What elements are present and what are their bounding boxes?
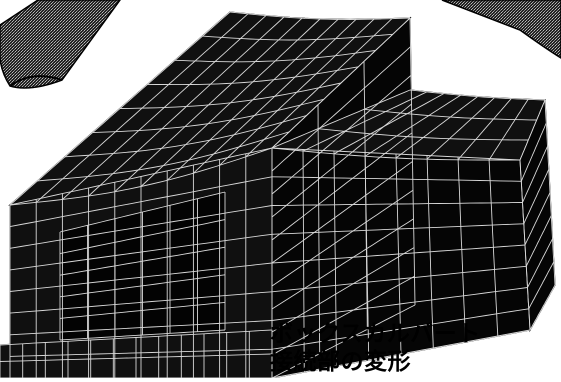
branch-end-wall-gridline-v: [522, 146, 548, 203]
culvert-inner-opening-gridline-v: [59, 301, 226, 319]
culvert-right-side-wall-gridline-v: [271, 103, 412, 218]
branch-end-wall-gridline-v: [525, 215, 552, 267]
culvert-top-slab-gridline-v: [147, 66, 359, 86]
branch-end-wall-gridline-v: [519, 99, 546, 161]
caption-line-2: 接続部の変形: [270, 349, 411, 375]
branch-top-slab-gridline-u: [395, 96, 478, 159]
branch-end-wall-gridline-v: [527, 238, 553, 288]
branch-top-slab-gridline-v: [409, 89, 546, 101]
branch-top-slab-gridline-v: [317, 128, 529, 141]
branch-front-wall-gridline-v: [271, 223, 524, 235]
culvert-top-slab-gridline-v: [229, 11, 411, 20]
branch-front-wall-gridline-v: [271, 287, 528, 321]
branch-end-wall-gridline-v: [520, 122, 547, 182]
branch-front-wall-gridline-v: [271, 308, 529, 350]
culvert-right-side-wall-gridline-v: [271, 161, 413, 264]
culvert-front-section-gridline-v: [9, 320, 273, 336]
branch-front-wall-gridline-v: [271, 244, 526, 264]
culvert-top-slab-gridline-v: [202, 33, 393, 41]
culvert-front-section-gridline-v: [9, 262, 273, 292]
culvert-front-section-gridline-v: [9, 176, 273, 228]
culvert-inner-opening-gridline-v: [59, 246, 226, 276]
branch-top-slab-gridline-u: [333, 93, 445, 155]
culvert-inner-opening-gridline-v: [59, 219, 226, 255]
base-plinth-gridline-v: [0, 329, 273, 346]
caption-line-1: ボックスカルバート: [270, 321, 481, 347]
culvert-right-side-wall-gridline-v: [271, 218, 414, 310]
branch-front-wall-gridline-v: [271, 176, 522, 182]
culvert-top-slab-gridline-v: [119, 82, 342, 109]
branch-front-wall-gridline-v: [271, 147, 521, 161]
culvert-top-slab-gridline-v: [37, 131, 290, 182]
culvert-right-side-wall-gridline-v: [271, 275, 415, 356]
figure-caption: ボックスカルバート 接続部の変形: [270, 320, 481, 376]
branch-top-slab-gridline-u: [302, 91, 428, 152]
branch-top-slab-gridline-u: [364, 94, 461, 157]
culvert-top-slab-gridline-v: [92, 98, 324, 134]
branch-end-wall-gridline-v: [529, 284, 556, 331]
culvert-front-section-gridline-v: [9, 233, 273, 271]
culvert-front-section-gridline-v: [9, 291, 273, 314]
pipe-segments: [0, 0, 561, 89]
right-pipe-segment: [441, 0, 561, 59]
culvert-right-side-wall-gridline-v: [271, 189, 414, 287]
branch-front-wall-gridline-v: [271, 265, 527, 293]
culvert-right-side-wall-gridline-v: [271, 17, 411, 149]
branch-top-slab-gridline-u: [271, 89, 411, 149]
base-plinth-gridline-v: [0, 353, 273, 362]
culvert-inner-opening-gridline-v: [59, 274, 226, 298]
culvert-front-section-gridline-v: [9, 348, 273, 357]
branch-top-slab-gridline-v: [363, 108, 537, 121]
culvert-right-side-wall-gridline-v: [271, 304, 416, 379]
culvert-front-section-gridline-v: [9, 147, 273, 206]
culvert-top-slab-gridline-v: [174, 50, 376, 63]
culvert-right-side-wall-gridline-v: [271, 132, 413, 241]
culvert-front-section-gridline-v: [9, 205, 273, 249]
branch-end-wall-gridline-v: [528, 261, 555, 310]
branch-end-wall-gridline-v: [523, 169, 550, 224]
branch-top-slab-gridline-u: [488, 99, 529, 161]
culvert-right-side-wall-gridline-v: [271, 75, 412, 195]
branch-front-wall-gridline-v: [271, 329, 531, 379]
branch-top-slab-gridline-u: [457, 98, 512, 161]
branch-end-wall-gridline-v: [524, 192, 551, 246]
left-pipe-segment: [0, 0, 121, 89]
culvert-inner-opening-gridline-v: [59, 329, 226, 341]
left-pipe-end: [9, 75, 63, 87]
culvert-inner-opening-gridline-v: [59, 191, 226, 233]
branch-front-wall-gridline-v: [271, 202, 523, 206]
branch-top-slab-gridline-u: [426, 97, 495, 160]
culvert-top-slab-gridline-v: [64, 115, 307, 158]
